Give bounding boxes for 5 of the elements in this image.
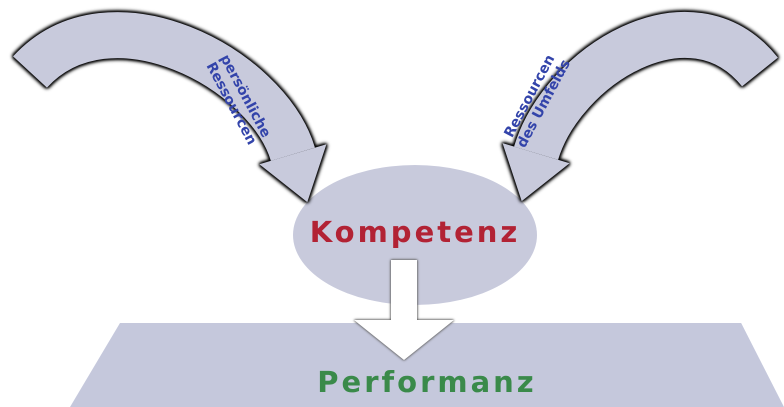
- node-label: Performanz: [317, 365, 537, 399]
- trapezoid-band: [70, 323, 784, 407]
- block-arrow: [504, 12, 776, 200]
- block-arrow: [15, 12, 326, 200]
- node-label: Kompetenz: [310, 215, 520, 249]
